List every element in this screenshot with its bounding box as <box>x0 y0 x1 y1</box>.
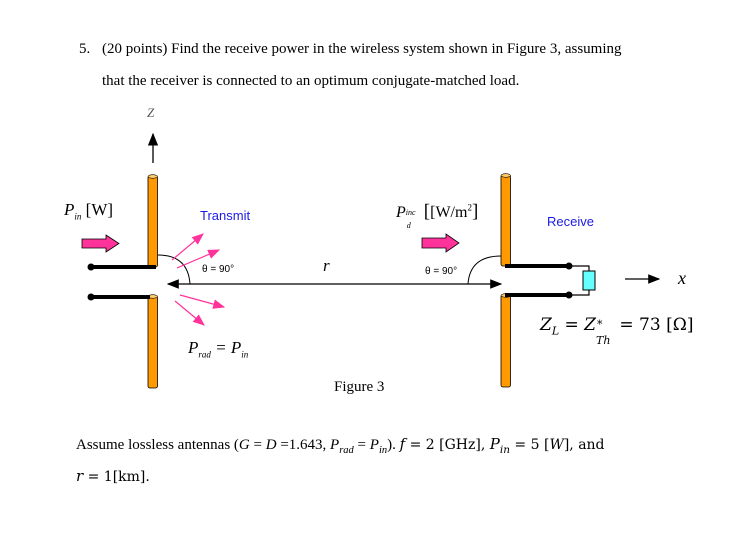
transmit-antenna-lower <box>147 294 158 389</box>
receive-label: Receive <box>547 214 594 229</box>
load-impedance-equation: ZL = Z*Th = 73 [Ω] <box>540 315 694 347</box>
incident-power-arrow <box>421 233 460 253</box>
figure-caption: Figure 3 <box>334 379 385 395</box>
distance-label: r <box>323 256 330 275</box>
receive-antenna-upper <box>500 173 511 267</box>
x-axis-label: x <box>678 268 686 288</box>
theta-receive-label: θ = 90° <box>425 266 458 277</box>
transmit-label: Transmit <box>200 208 251 223</box>
question-number: 5. <box>79 41 91 57</box>
question-line-2: that the receiver is connected to an opt… <box>102 73 520 89</box>
theta-transmit-label: θ = 90° <box>202 264 235 275</box>
input-power-arrow <box>81 234 120 253</box>
receive-antenna-lower <box>500 293 511 388</box>
assumptions-line-1: Assume lossless antennas (G = D =1.643, … <box>76 435 605 456</box>
z-axis-label: Z <box>147 105 155 120</box>
assumptions-line-2: r = 1[km]. <box>76 467 150 485</box>
input-power-label: Pin [W] <box>64 200 114 222</box>
radiated-power-equation: Prad = Pin <box>188 338 249 360</box>
radiation-ray-arrows <box>171 233 226 326</box>
question-line-1: (20 points) Find the receive power in th… <box>102 41 622 57</box>
load-resistor <box>582 270 596 291</box>
theta-arc-receive <box>467 255 502 285</box>
receive-feed-lines <box>505 262 590 299</box>
transmit-antenna-upper <box>147 174 158 268</box>
theta-arc-transmit <box>157 254 191 285</box>
transmit-feed-lines <box>87 263 156 301</box>
